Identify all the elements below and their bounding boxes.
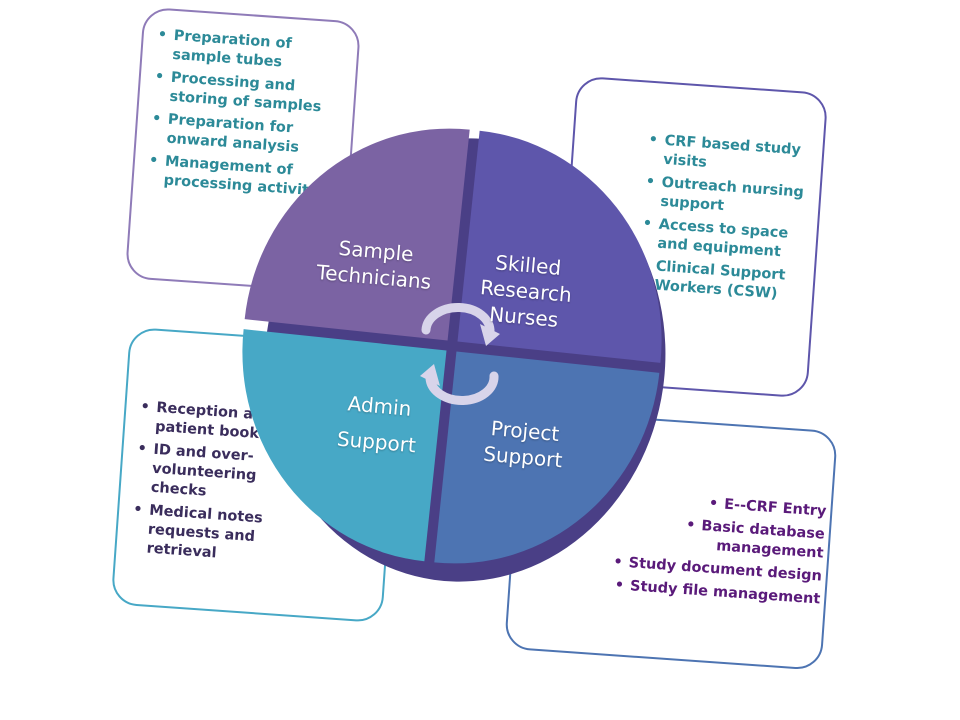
project-support-label: Project Support [472,414,576,475]
admin-support-label: Admin Support [323,384,433,465]
project-support-segment [434,351,660,564]
cycle-arrows-icon [420,303,500,405]
sample-technicians-segment [244,128,470,341]
admin-support-segment [242,329,447,562]
skilled-research-nurses-segment [457,130,662,363]
sample-technicians-label: Sample Technicians [310,233,440,296]
skilled-research-nurses-label: Skilled Research Nurses [467,247,585,334]
